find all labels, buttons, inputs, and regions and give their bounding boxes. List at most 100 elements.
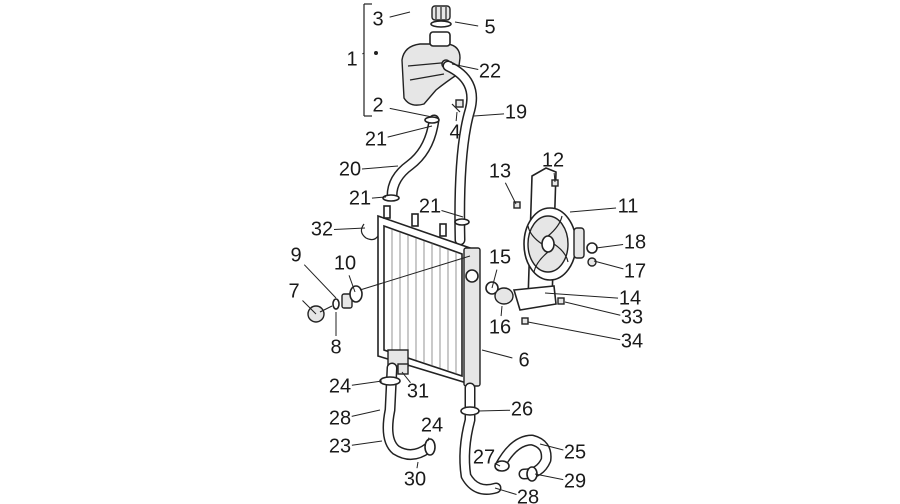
callout-label-32: 32 — [311, 218, 333, 240]
clip-32 — [360, 223, 379, 241]
callout-leader-21a — [387, 125, 433, 138]
callout-label-31: 31 — [407, 380, 429, 402]
callout-label-21c: 21 — [419, 195, 441, 217]
clamp-26 — [460, 406, 480, 416]
callout-leader-28a — [351, 409, 381, 417]
callout-leader-4 — [455, 111, 458, 122]
callout-label-2: 2 — [372, 94, 383, 116]
callout-label-8: 8 — [330, 336, 341, 358]
callout-label-7: 7 — [288, 280, 299, 302]
callout-leader-24b — [427, 437, 430, 442]
callout-leader-9 — [303, 264, 337, 299]
fan-bracket — [512, 285, 557, 311]
callout-leader-5 — [454, 21, 479, 27]
callout-leader-17 — [593, 260, 624, 270]
group-bracket — [363, 3, 378, 117]
hose-25 — [459, 382, 552, 495]
clamp-24a — [379, 376, 401, 386]
callout-leader-31 — [401, 371, 411, 383]
callout-leader-26 — [477, 409, 511, 412]
callout-label-10: 10 — [334, 252, 356, 274]
callout-label-34: 34 — [621, 330, 643, 352]
clamp-21b — [382, 194, 400, 202]
callout-leader-10 — [348, 275, 356, 293]
callout-leaders — [302, 11, 624, 495]
callout-leader-29 — [534, 473, 564, 481]
callout-leader-32 — [333, 227, 366, 230]
callout-leader-20 — [361, 165, 399, 170]
callout-label-28b: 28 — [517, 486, 539, 504]
radiator — [377, 205, 481, 387]
callout-label-19: 19 — [505, 101, 527, 123]
mount-bolt-assembly — [307, 255, 471, 323]
callout-label-9: 9 — [290, 244, 301, 266]
callout-label-30: 30 — [404, 468, 426, 490]
nut-17 — [587, 257, 597, 267]
callout-leader-24a — [351, 380, 383, 386]
radiator-fins — [391, 229, 457, 374]
callout-label-29: 29 — [564, 470, 586, 492]
callout-leader-18 — [595, 244, 624, 249]
callout-leader-1 — [362, 52, 365, 55]
callout-leader-12 — [553, 172, 556, 183]
tank-cap — [431, 5, 451, 21]
callout-label-12: 12 — [542, 149, 564, 171]
clamp-21c — [454, 218, 470, 226]
cooling-fan — [523, 167, 585, 307]
callout-leader-6 — [481, 349, 513, 359]
callout-leader-33 — [564, 301, 621, 316]
cap-gasket — [430, 20, 452, 28]
callout-label-17: 17 — [624, 260, 646, 282]
drain-plug-16 — [494, 287, 514, 305]
callout-leader-22 — [451, 63, 479, 71]
callout-label-20: 20 — [339, 158, 361, 180]
hose-20 — [386, 114, 440, 202]
callout-leader-25 — [539, 443, 564, 451]
callout-leader-7 — [302, 300, 317, 315]
callout-leader-19 — [473, 113, 505, 117]
callout-label-16: 16 — [489, 316, 511, 338]
callout-label-23: 23 — [329, 435, 351, 457]
nut-34 — [521, 317, 529, 325]
callout-leader-11 — [569, 207, 617, 213]
callout-leader-23 — [351, 440, 383, 446]
washer-18 — [586, 242, 598, 254]
clamp-21a — [424, 116, 440, 124]
callout-label-33: 33 — [621, 306, 643, 328]
callout-label-26: 26 — [511, 398, 533, 420]
callout-leader-34 — [527, 321, 621, 341]
screw-33 — [557, 297, 565, 305]
callout-label-11: 11 — [618, 195, 639, 217]
callout-leader-21c — [441, 210, 464, 218]
hose-23 — [382, 362, 434, 460]
callout-label-14: 14 — [619, 287, 641, 309]
callout-label-18: 18 — [624, 231, 646, 253]
callout-label-28a: 28 — [329, 407, 351, 429]
callout-leader-3 — [389, 11, 411, 18]
callout-label-25: 25 — [564, 441, 586, 463]
callout-leader-27 — [494, 462, 501, 467]
callout-leader-15 — [491, 269, 498, 289]
callout-label-4: 4 — [449, 121, 460, 143]
callout-label-21a: 21 — [365, 128, 387, 150]
callout-label-27: 27 — [473, 446, 495, 468]
callout-label-15: 15 — [489, 246, 511, 268]
nut-13 — [513, 201, 521, 209]
callout-leader-14 — [544, 292, 619, 299]
callout-label-24b: 24 — [421, 414, 443, 436]
hose-19 — [442, 60, 478, 246]
callout-label-5: 5 — [484, 16, 495, 38]
clamp-27 — [494, 460, 510, 472]
tank-bolt — [451, 99, 464, 113]
callout-leader-21b — [371, 196, 387, 199]
callout-leader-16 — [500, 305, 503, 317]
callout-label-21b: 21 — [349, 187, 371, 209]
callout-label-3: 3 — [372, 8, 383, 30]
clamp-24b — [424, 438, 436, 456]
callout-leader-30 — [416, 461, 419, 469]
callout-label-6: 6 — [518, 349, 529, 371]
callout-leader-2 — [389, 107, 433, 118]
